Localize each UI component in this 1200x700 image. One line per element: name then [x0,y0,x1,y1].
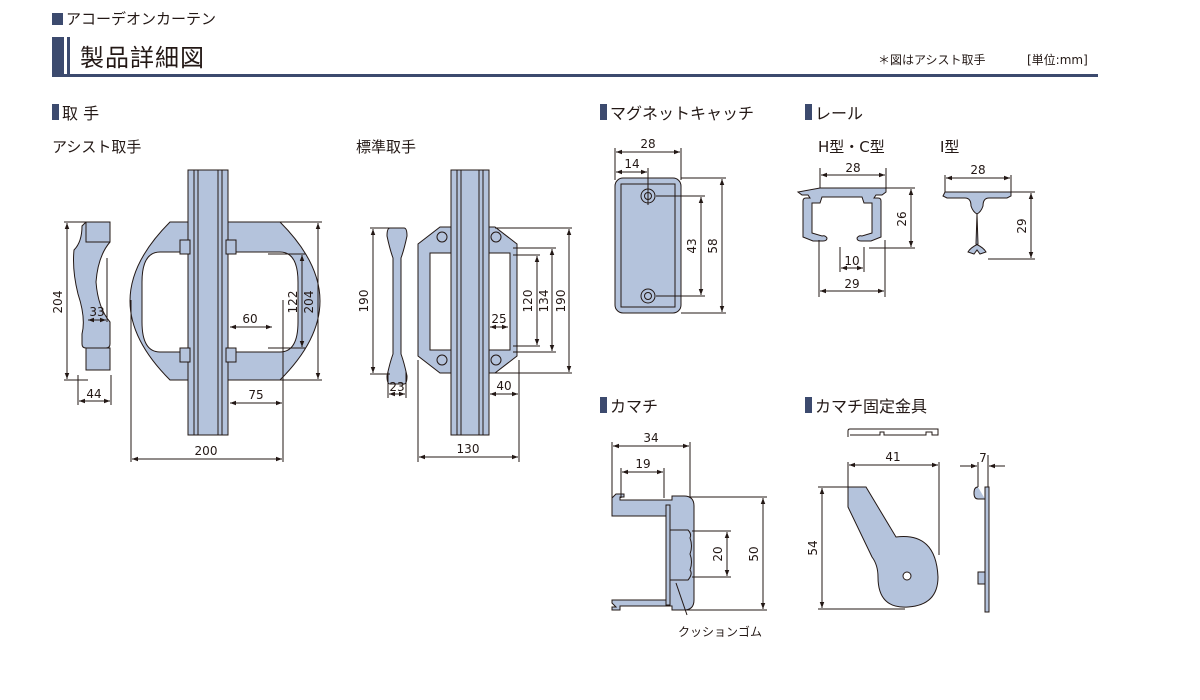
dim-bracket-height: 54 [806,540,820,555]
section-magnet-title: マグネットキャッチ [600,100,754,124]
dim-assist-side-depth: 33 [89,305,104,319]
bracket-drawing [847,428,990,613]
dim-standard-overall-height: 190 [554,290,568,313]
dim-standard-overall-width: 130 [457,442,480,456]
dim-magnet-hole-pitch: 43 [685,238,699,253]
standard-side-dimensions [370,227,407,398]
title-marker [52,37,64,74]
rail-hc-drawing [796,187,887,242]
page-title: 製品詳細図 [80,44,205,72]
assist-front-dimensions [130,221,322,462]
dim-rail-hc-bottom-width: 29 [844,277,859,291]
dim-assist-overall-height: 204 [302,291,316,314]
section-marker-icon [52,104,59,120]
standard-handle-side-view [386,227,408,385]
rail-hc-label: H型・C型 [818,138,885,156]
section-bracket-title: カマチ固定金具 [805,393,927,417]
section-title-text: カマチ [610,397,659,416]
dim-magnet-hole-offset: 14 [624,157,639,171]
dim-frame-cushion-height: 20 [711,546,725,561]
dim-assist-overall-width: 200 [195,444,218,458]
bracket-dimensions [818,455,1005,610]
magnet-dimensions [614,148,726,314]
cushion-rubber-callout: クッションゴム [678,624,762,639]
rail-i-dimensions [944,175,1035,260]
section-marker-icon [600,397,607,413]
breadcrumb-square-icon [52,12,63,25]
section-title-text: マグネットキャッチ [610,104,755,123]
section-title-text: レール [815,104,864,123]
dim-frame-inner: 19 [635,457,650,471]
dim-standard-side-width: 23 [389,380,404,394]
dim-assist-side-width: 44 [86,387,101,401]
section-handle-title: 取 手 [52,100,99,124]
dim-rail-hc-height: 26 [895,211,909,226]
assist-handle-label: アシスト取手 [52,138,142,156]
dim-bracket-width: 41 [885,450,900,464]
assist-handle-side-view [73,221,111,371]
section-marker-icon [600,104,607,120]
standard-handle-front-view [417,169,518,436]
dim-assist-side-height: 204 [51,291,65,314]
dim-assist-offset: 75 [248,388,263,402]
dim-standard-side-height: 190 [357,290,371,313]
dim-standard-inner-depth: 25 [491,312,506,326]
dim-standard-grip-outer: 134 [537,290,551,313]
dim-rail-i-height: 29 [1015,218,1029,233]
dim-magnet-height: 58 [706,238,720,253]
section-marker-icon [805,104,812,120]
section-marker-icon [805,397,812,413]
dim-frame-width: 34 [643,431,658,445]
dim-magnet-width: 28 [640,137,655,151]
dim-frame-height: 50 [747,546,761,561]
dimension-labels: 204 33 44 60 122 204 75 200 190 23 25 12… [51,137,1029,639]
section-frame-title: カマチ [600,393,658,417]
section-rail-title: レール [805,100,863,124]
dim-bracket-thickness: 7 [979,451,987,465]
title-underline [52,37,1098,77]
dim-standard-grip-inner: 120 [521,290,535,313]
title-marker-thin [67,37,70,74]
standard-handle-label: 標準取手 [356,138,417,156]
dim-assist-inner-width: 60 [242,312,257,326]
dim-rail-hc-top-width: 28 [845,161,860,175]
assist-side-dimensions [64,221,112,405]
unit-label: [単位:mm] [1027,53,1088,67]
section-title-text: 取 手 [62,104,100,123]
dim-rail-hc-slot: 10 [844,254,859,268]
section-title-text: カマチ固定金具 [815,397,928,416]
standard-front-dimensions [417,227,572,462]
dim-assist-grip-height: 122 [286,291,300,314]
dim-standard-offset: 40 [496,379,511,393]
breadcrumb-text: アコーデオンカーテン [66,10,217,28]
rail-i-drawing [942,191,1012,255]
frame-profile-drawing [611,493,695,611]
rail-i-label: I型 [940,138,960,156]
figure-note: ＊図はアシスト取手 [878,53,986,67]
rail-hc-dimensions [818,168,915,297]
breadcrumb: アコーデオンカーテン [52,8,216,29]
dim-rail-i-top-width: 28 [970,163,985,177]
frame-dimensions [611,442,767,616]
